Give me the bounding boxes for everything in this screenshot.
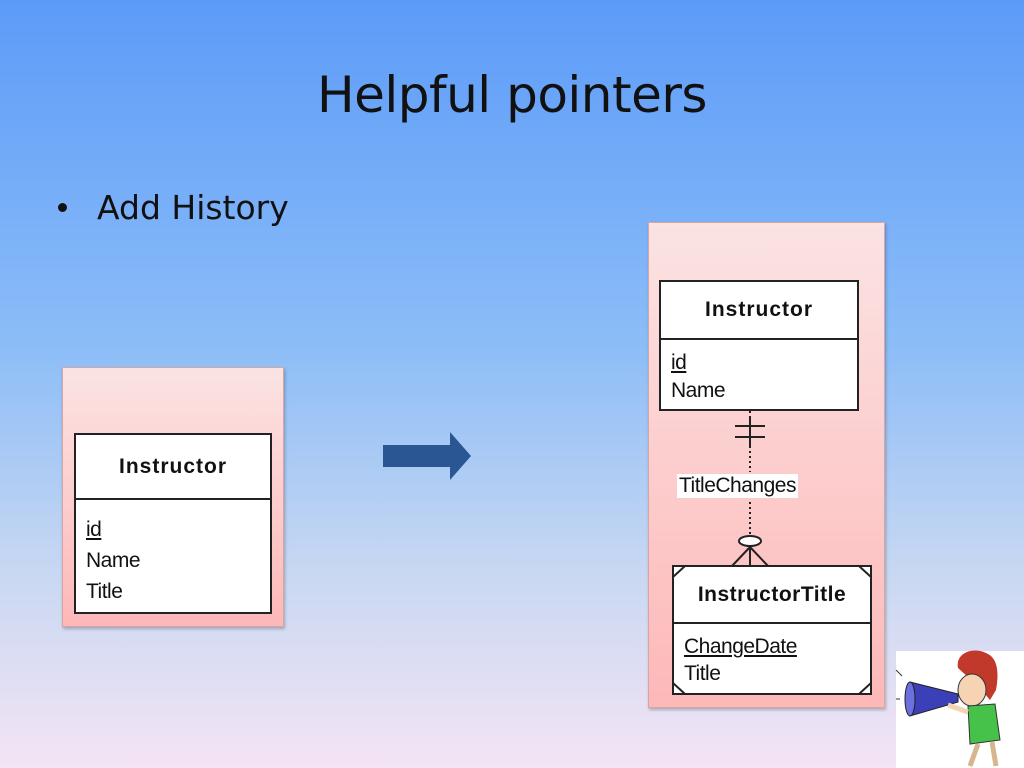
relationship-label: TitleChanges — [677, 474, 798, 498]
attribute-key: id — [671, 351, 687, 374]
entity-attributes: ChangeDate Title — [674, 624, 870, 697]
entity-name: Instructor — [661, 282, 857, 340]
entity-name: Instructor — [76, 435, 270, 500]
entity-instructortitle: InstructorTitle ChangeDate Title — [672, 565, 872, 695]
bullet-item: Add History — [58, 188, 289, 227]
entity-attributes: id Name Title — [76, 500, 270, 617]
attribute: Name — [671, 379, 726, 402]
attribute-key: ChangeDate — [684, 635, 797, 658]
attribute-key: id — [86, 518, 102, 541]
attribute: Title — [86, 580, 123, 603]
entity-name: InstructorTitle — [674, 567, 870, 624]
slide-title: Helpful pointers — [317, 66, 707, 124]
right-arrow-icon — [383, 432, 471, 480]
entity-instructor-before: Instructor id Name Title — [74, 433, 272, 614]
bullet-text: Add History — [97, 188, 289, 227]
attribute: Name — [86, 549, 141, 572]
bullet-dot — [58, 203, 67, 212]
attribute: Title — [684, 662, 721, 685]
entity-attributes: id Name — [661, 340, 857, 415]
entity-instructor-after: Instructor id Name — [659, 280, 859, 411]
